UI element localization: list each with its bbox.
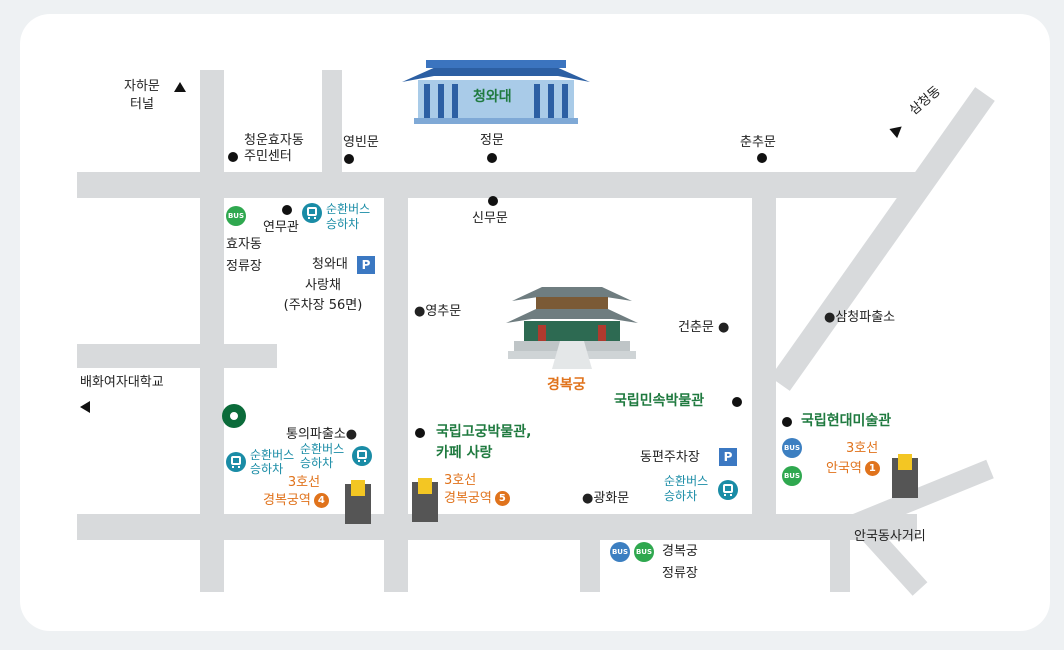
bus-badge-icon: BUS bbox=[782, 466, 802, 486]
geonchunmun-label: 건춘문 ● bbox=[678, 320, 730, 335]
road-vertical-3 bbox=[384, 172, 408, 592]
shuttle-bus-icon bbox=[226, 452, 246, 472]
sarangchae-label-1: 청와대 bbox=[312, 257, 348, 272]
palace-museum-dot bbox=[415, 428, 425, 438]
mmca-dot bbox=[782, 417, 792, 427]
bus-badge-icon: BUS bbox=[782, 438, 802, 458]
folk-museum-label: 국립민속박물관 bbox=[614, 393, 705, 409]
yeongbinmun-dot bbox=[344, 154, 354, 164]
road-vertical-6 bbox=[830, 514, 850, 592]
road-vertical-4 bbox=[580, 514, 600, 592]
palace-museum-label: 국립고궁박물관,카페 사랑 bbox=[436, 424, 532, 461]
road-left-horizontal bbox=[77, 344, 277, 368]
shuttle-bus-icon bbox=[352, 446, 372, 466]
yeonmugwan-label: 연무관 bbox=[263, 220, 299, 235]
bus-badge-icon: BUS bbox=[610, 542, 630, 562]
cheongun-label-2: 주민센터 bbox=[244, 149, 292, 164]
subway-exit-5-icon bbox=[412, 478, 438, 522]
chunchumun-label: 춘추문 bbox=[740, 135, 776, 150]
samcheong-police-label: ●삼청파출소 bbox=[824, 310, 896, 325]
gyeongbokgung-palace-icon bbox=[506, 287, 638, 369]
jeongmun-dot bbox=[487, 153, 497, 163]
starbucks-logo-icon bbox=[222, 404, 246, 428]
sinmumun-dot bbox=[488, 196, 498, 206]
sinmumun-label: 신무문 bbox=[472, 211, 508, 226]
subway-exit-4-icon bbox=[345, 480, 371, 524]
yeongbinmun-label: 영빈문 bbox=[343, 135, 379, 150]
station-gbg4-line: 3호선 bbox=[287, 475, 321, 490]
road-vertical-5 bbox=[752, 172, 776, 540]
shuttle-bus-icon bbox=[302, 203, 322, 223]
ewha-school-label: 배화여자대학교 bbox=[80, 375, 164, 390]
folk-museum-dot bbox=[732, 397, 742, 407]
station-gbg5-line: 3호선 bbox=[444, 473, 477, 488]
station-anguk-line: 3호선 bbox=[846, 441, 879, 456]
diagonal-roads bbox=[770, 87, 995, 596]
bus-badge-icon: BUS bbox=[634, 542, 654, 562]
road-vertical-2 bbox=[322, 70, 342, 198]
yeongchumun-label: ●영추문 bbox=[414, 304, 462, 319]
jeongmun-label: 정문 bbox=[480, 133, 504, 148]
chunchumun-dot bbox=[757, 153, 767, 163]
east-parking-label: 동편주차장 bbox=[640, 450, 700, 465]
north-arrow-icon bbox=[174, 82, 186, 92]
parking-icon: P bbox=[719, 448, 737, 466]
cheongwadae-label: 청와대 bbox=[473, 89, 512, 105]
gwanghwamun-label: ●광화문 bbox=[582, 491, 630, 506]
mmca-label: 국립현대미술관 bbox=[801, 413, 892, 429]
cheongun-label-1: 청운효자동 bbox=[244, 133, 304, 148]
yeonmugwan-dot bbox=[282, 205, 292, 215]
sarangchae-label-rest: 사랑채(주차장 56면) bbox=[283, 278, 363, 313]
anguk-intersection-label: 안국동사거리 bbox=[854, 529, 926, 544]
tongui-police-label: 통의파출소● bbox=[286, 427, 358, 442]
cheongun-dot bbox=[228, 152, 238, 162]
bus-badge-icon: BUS bbox=[226, 206, 246, 226]
road-vertical-1 bbox=[200, 70, 224, 592]
gyeongbokgung-label: 경복궁 bbox=[547, 377, 586, 393]
west-arrow-icon bbox=[80, 401, 90, 413]
shuttle-bus-icon bbox=[718, 480, 738, 500]
subway-exit-1-icon bbox=[892, 454, 918, 498]
parking-icon: P bbox=[357, 256, 375, 274]
cheongwadae-building-icon bbox=[402, 60, 590, 124]
